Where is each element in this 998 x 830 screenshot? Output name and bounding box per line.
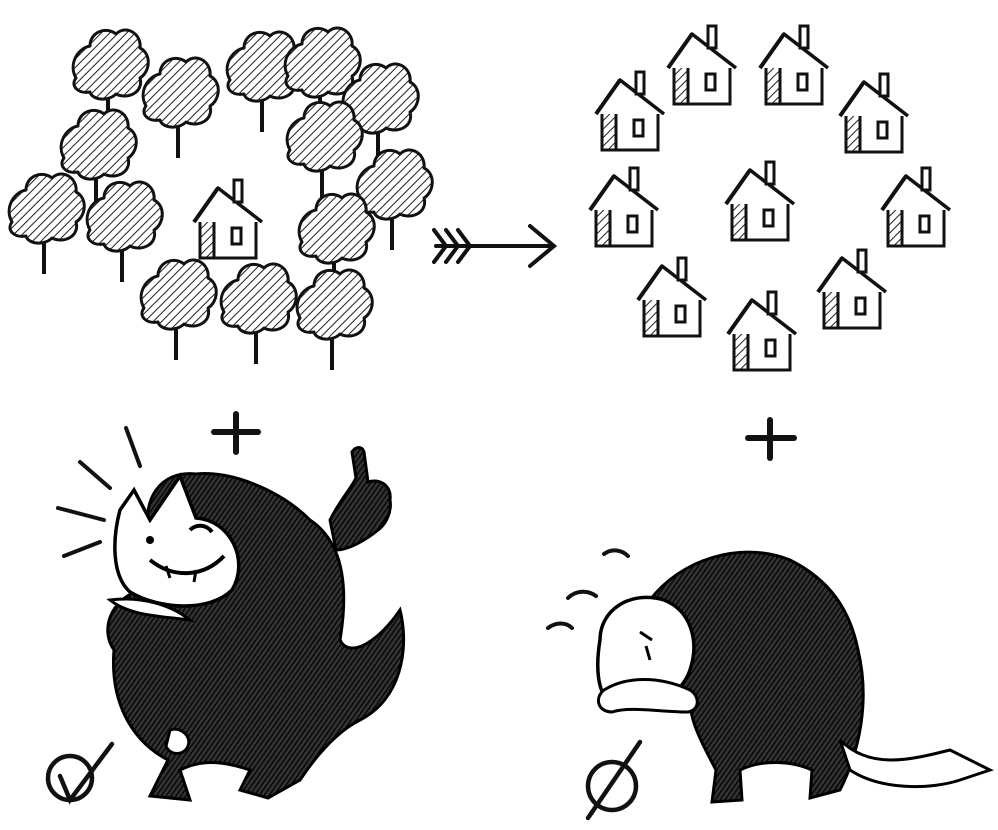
lone-house: [192, 178, 264, 260]
plus-icon-right: [745, 417, 797, 461]
sad-wolf: [546, 548, 994, 804]
village-group: [588, 24, 952, 372]
crossed-circle-icon: [585, 739, 643, 821]
arrow-right-icon: [432, 224, 558, 268]
check-circle-icon: [45, 741, 115, 805]
happy-wolf: [56, 426, 406, 802]
plus-icon-left: [211, 411, 261, 455]
